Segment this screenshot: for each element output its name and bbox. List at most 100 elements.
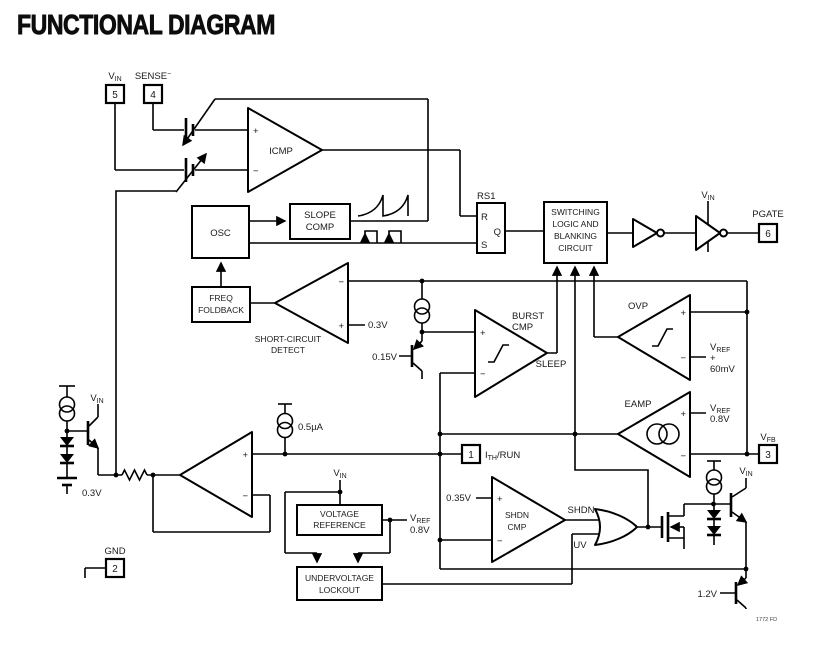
svg-text:COMP: COMP bbox=[306, 222, 335, 233]
icmp-label: ICMP bbox=[269, 146, 293, 157]
svg-text:R: R bbox=[481, 212, 488, 223]
pin-ith-run-1: 1 ITH/RUN bbox=[460, 443, 520, 465]
svg-text:S: S bbox=[481, 240, 487, 251]
short-circuit-detect-comparator: − + SHORT-CIRCUIT DETECT bbox=[255, 262, 349, 355]
shdn-comparator: + − SHDN CMP bbox=[491, 476, 566, 563]
svg-text:+: + bbox=[680, 308, 686, 319]
pin-vin-5: 5 VIN bbox=[104, 71, 126, 105]
svg-text:−: − bbox=[242, 491, 248, 502]
svg-text:BURST: BURST bbox=[512, 311, 544, 322]
clamp-battery-icon bbox=[57, 476, 77, 487]
resistor-icon bbox=[121, 468, 148, 482]
switching-logic-block: SWITCHING LOGIC AND BLANKING CIRCUIT bbox=[543, 201, 608, 264]
junction-dots bbox=[64, 278, 750, 572]
freq-foldback-block: FREQ FOLDBACK bbox=[191, 286, 251, 323]
right-diode-ground-icon bbox=[706, 545, 722, 555]
pin-number: 4 bbox=[150, 90, 156, 101]
pin-number: 1 bbox=[468, 450, 474, 461]
driver-ground-icon bbox=[700, 252, 716, 262]
svg-text:+: + bbox=[680, 409, 686, 420]
vin-supply-label: VIN bbox=[701, 190, 714, 202]
undervoltage-lockout-block: UNDERVOLTAGE LOCKOUT bbox=[296, 566, 383, 601]
svg-text:−: − bbox=[497, 536, 503, 547]
clamp-pnp-icon bbox=[734, 575, 749, 604]
svg-text:0.8V: 0.8V bbox=[710, 414, 730, 425]
burst-clamp-label: 0.15V bbox=[372, 352, 397, 363]
inverter-bubble-icon bbox=[719, 228, 728, 238]
page-title: FUNCTIONAL DIAGRAM bbox=[17, 9, 275, 40]
pin-label-sense: SENSE− bbox=[135, 71, 171, 82]
inverter-bubble-icon bbox=[656, 228, 665, 238]
svg-text:+: + bbox=[497, 494, 503, 505]
osc-block: OSC bbox=[191, 205, 250, 259]
clamp-battery-label: 0.3V bbox=[82, 488, 102, 499]
ith-pullup-source-icon bbox=[276, 403, 294, 439]
svg-text:REFERENCE: REFERENCE bbox=[313, 520, 366, 530]
hysteresis-icon bbox=[488, 344, 509, 363]
ovp-ref-label: VREF bbox=[710, 342, 730, 354]
uv-signal-label: UV bbox=[573, 540, 587, 551]
burst-clamp-ground-icon bbox=[414, 379, 430, 388]
pin-label-ith-run: ITH/RUN bbox=[485, 450, 520, 462]
svg-text:−: − bbox=[680, 451, 686, 462]
value-labels: 0.3V 0.15V 0.3V 0.5µA 0.35V 1.2V VREF + … bbox=[82, 190, 777, 623]
mosfet-icon bbox=[660, 512, 684, 542]
sawtooth-waveform-icon bbox=[357, 194, 409, 217]
pin-label-vin: VIN bbox=[108, 71, 121, 83]
shdn-signal-label: SHDN bbox=[568, 505, 595, 516]
shdn-threshold-label: 0.35V bbox=[446, 493, 471, 504]
left-bias-source-icon bbox=[58, 385, 76, 422]
svg-text:−: − bbox=[480, 369, 486, 380]
shdn-or-gate bbox=[594, 508, 638, 546]
svg-text:LOGIC AND: LOGIC AND bbox=[552, 219, 598, 229]
voltage-reference-block: VOLTAGE REFERENCE bbox=[296, 504, 383, 536]
slope-comp-block: SLOPE COMP bbox=[289, 203, 351, 240]
right-diode-stack-icon bbox=[707, 510, 721, 537]
sense-battery-icon bbox=[182, 98, 216, 147]
vin-supply-label: VIN bbox=[333, 468, 346, 480]
svg-text:+: + bbox=[480, 328, 486, 339]
hysteresis-icon bbox=[652, 328, 673, 347]
svg-text:SHDN: SHDN bbox=[505, 510, 529, 520]
eamp-ref-label: VREF bbox=[710, 403, 730, 415]
svg-text:−: − bbox=[338, 277, 344, 288]
gate-driver-inverter-2 bbox=[695, 215, 728, 251]
ovp-comparator: + − OVP bbox=[617, 294, 691, 381]
sc-threshold-label: 0.3V bbox=[368, 320, 388, 331]
rs1-label: RS1 bbox=[477, 191, 495, 202]
pin-vfb-3: 3 VFB bbox=[757, 432, 779, 465]
svg-text:CIRCUIT: CIRCUIT bbox=[558, 243, 592, 253]
offset-battery-icon bbox=[175, 152, 207, 193]
pin-label-gnd: GND bbox=[104, 546, 125, 557]
gnd-pin-ground-icon bbox=[77, 578, 93, 588]
pin-sense-4: 4 SENSE− bbox=[135, 71, 171, 105]
vref-out-label: VREF bbox=[410, 513, 430, 525]
vin-supply-label: VIN bbox=[90, 393, 103, 405]
gm-icon bbox=[658, 423, 680, 445]
eamp-label: EAMP bbox=[625, 399, 652, 410]
wires bbox=[66, 98, 759, 609]
svg-text:FOLDBACK: FOLDBACK bbox=[198, 305, 244, 315]
pin-number: 5 bbox=[112, 90, 118, 101]
eamp-error-amplifier: + − EAMP bbox=[617, 391, 691, 478]
ovp-offset-label: 60mV bbox=[710, 364, 735, 375]
pin-label-vfb: VFB bbox=[760, 432, 776, 444]
gm-icon bbox=[646, 423, 668, 445]
svg-text:−: − bbox=[680, 353, 686, 364]
svg-text:DETECT: DETECT bbox=[271, 345, 305, 355]
svg-text:+: + bbox=[338, 321, 344, 332]
svg-text:Q: Q bbox=[494, 227, 501, 238]
svg-text:SWITCHING: SWITCHING bbox=[551, 207, 600, 217]
pin-number: 2 bbox=[112, 564, 118, 575]
svg-text:FREQ: FREQ bbox=[209, 293, 233, 303]
clamp-base-label: 1.2V bbox=[697, 589, 717, 600]
figure-note: 1772 FD bbox=[756, 617, 777, 623]
sleep-signal-label: SLEEP bbox=[536, 359, 567, 370]
ovp-label: OVP bbox=[628, 301, 648, 312]
ith-pullup-label: 0.5µA bbox=[298, 422, 324, 433]
right-bias-source-icon bbox=[705, 460, 723, 495]
osc-label: OSC bbox=[210, 228, 231, 239]
plus-sign: + bbox=[253, 126, 259, 137]
